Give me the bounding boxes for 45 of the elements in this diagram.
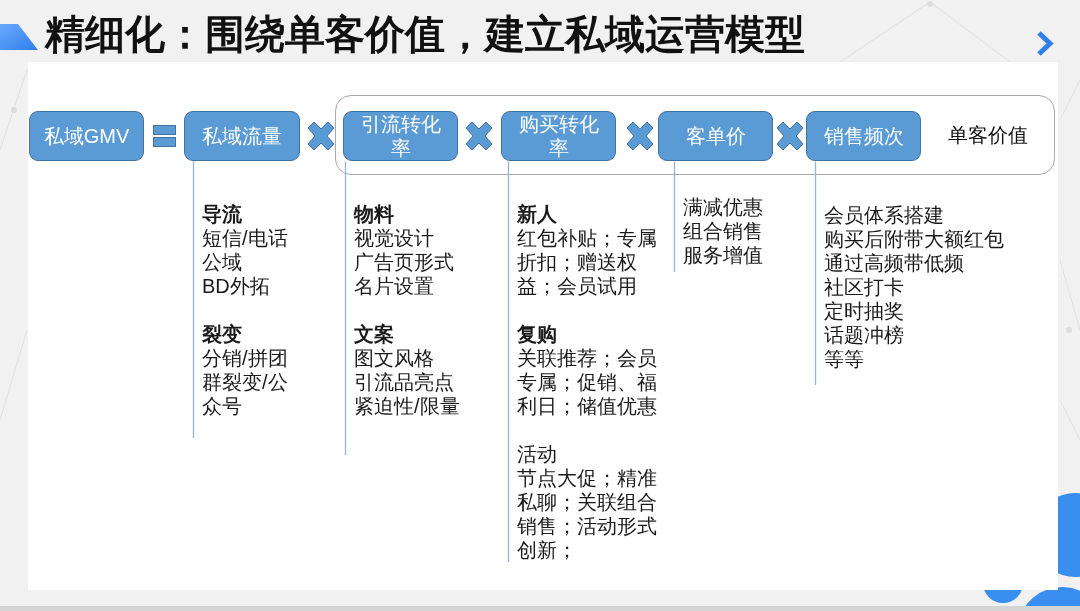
list-item: 引流品亮点 (354, 370, 454, 394)
category-heading: 物料 (354, 202, 394, 226)
list-item: 社区打卡 (824, 275, 904, 299)
group-outline (335, 95, 1055, 175)
list-item: 活动 (517, 442, 557, 466)
metric-box: 私域GMV (29, 111, 144, 161)
list-item: 定时抽奖 (824, 299, 904, 323)
metric-box: 购买转化率 (501, 111, 616, 161)
list-item: 短信/电话 (202, 226, 288, 250)
list-item: 满减优惠 (683, 195, 763, 219)
metric-box: 客单价 (658, 111, 773, 161)
list-item: 组合销售 (683, 219, 763, 243)
list-item: 名片设置 (354, 274, 434, 298)
connector-line (192, 160, 195, 439)
metric-box: 销售频次 (806, 111, 921, 161)
list-item: 公域 (202, 250, 242, 274)
category-heading: 文案 (354, 322, 394, 346)
slide-title: 精细化：围绕单客价值，建立私域运营模型 (45, 11, 805, 57)
category-heading: 复购 (517, 322, 557, 346)
connector-line (814, 160, 817, 386)
list-item: 分销/拼团 (202, 346, 288, 370)
list-item: 等等 (824, 347, 864, 371)
category-heading: 裂变 (202, 322, 242, 346)
list-item: 关联推荐；会员专属；促销、福利日；储值优惠 (517, 346, 658, 418)
list-item: 服务增值 (683, 243, 763, 267)
connector-line (673, 160, 676, 273)
connector-line (344, 160, 347, 456)
list-item: BD外拓 (202, 274, 270, 298)
metric-box: 私域流量 (184, 111, 300, 161)
list-item: 紧迫性/限量 (354, 394, 460, 418)
category-heading: 导流 (202, 202, 242, 226)
list-item: 群裂变/公众号 (202, 370, 289, 418)
metric-box: 引流转化率 (343, 111, 458, 161)
list-item: 图文风格 (354, 346, 434, 370)
list-item: 视觉设计 (354, 226, 434, 250)
list-item: 节点大促；精准私聊；关联组合销售；活动形式创新； (517, 466, 658, 562)
list-item: 会员体系搭建 (824, 203, 944, 227)
connector-line (507, 160, 510, 563)
group-label: 单客价值 (948, 123, 1028, 147)
list-item: 广告页形式 (354, 250, 454, 274)
category-heading: 新人 (517, 202, 557, 226)
list-item: 话题冲榜 (824, 323, 904, 347)
list-item: 红包补贴；专属折扣；赠送权益；会员试用 (517, 226, 658, 298)
list-item: 通过高频带低频 (824, 251, 964, 275)
list-item: 购买后附带大额红包 (824, 227, 1004, 251)
